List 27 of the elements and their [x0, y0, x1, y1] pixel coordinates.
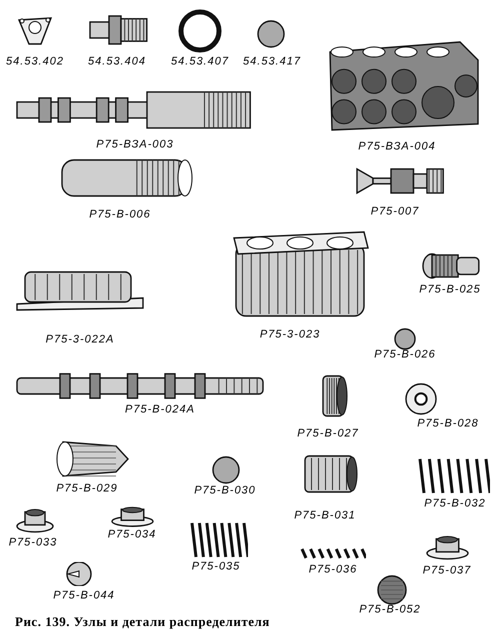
part-number: Р75-В-025	[419, 284, 481, 296]
part-number: Р75-3-023	[260, 330, 320, 340]
part-number: Р75-034	[108, 530, 156, 540]
part-number: Р75-В-026	[374, 350, 436, 360]
part-number: 54.53.407	[171, 56, 229, 68]
part-number: Р75-037	[422, 566, 472, 576]
part-number: Р75-В-031	[294, 510, 356, 522]
part-number: 54.53.417	[243, 56, 301, 68]
part-number: Р75-В-030	[194, 486, 256, 496]
part-number: Р75-033	[8, 538, 58, 548]
part-number: Р75-В-044	[53, 590, 115, 602]
part-number: 54.53.404	[88, 56, 146, 68]
part-number: Р75-В-032	[424, 498, 486, 510]
part-number: Р75-ВЗА-003	[96, 140, 174, 150]
part-number: Р75-В-006	[89, 210, 151, 220]
figure-caption: Рис. 139. Узлы и детали распределителя	[15, 613, 270, 631]
part-number: Р75-В-052	[359, 604, 421, 616]
part-number: Р75-В-027	[297, 428, 359, 440]
part-number: 54.53.402	[6, 56, 64, 68]
part-number: Р75-035	[192, 562, 240, 572]
part-number: Р75-007	[370, 206, 420, 218]
part-number: Р75-3-022А	[46, 334, 114, 346]
part-number: Р75-036	[308, 564, 358, 576]
part-number: Р75-В-024А	[125, 404, 195, 416]
part-number: Р75-В-029	[56, 484, 118, 494]
part-number: Р75-ВЗА-004	[358, 142, 436, 152]
part-number: Р75-В-028	[417, 418, 479, 430]
